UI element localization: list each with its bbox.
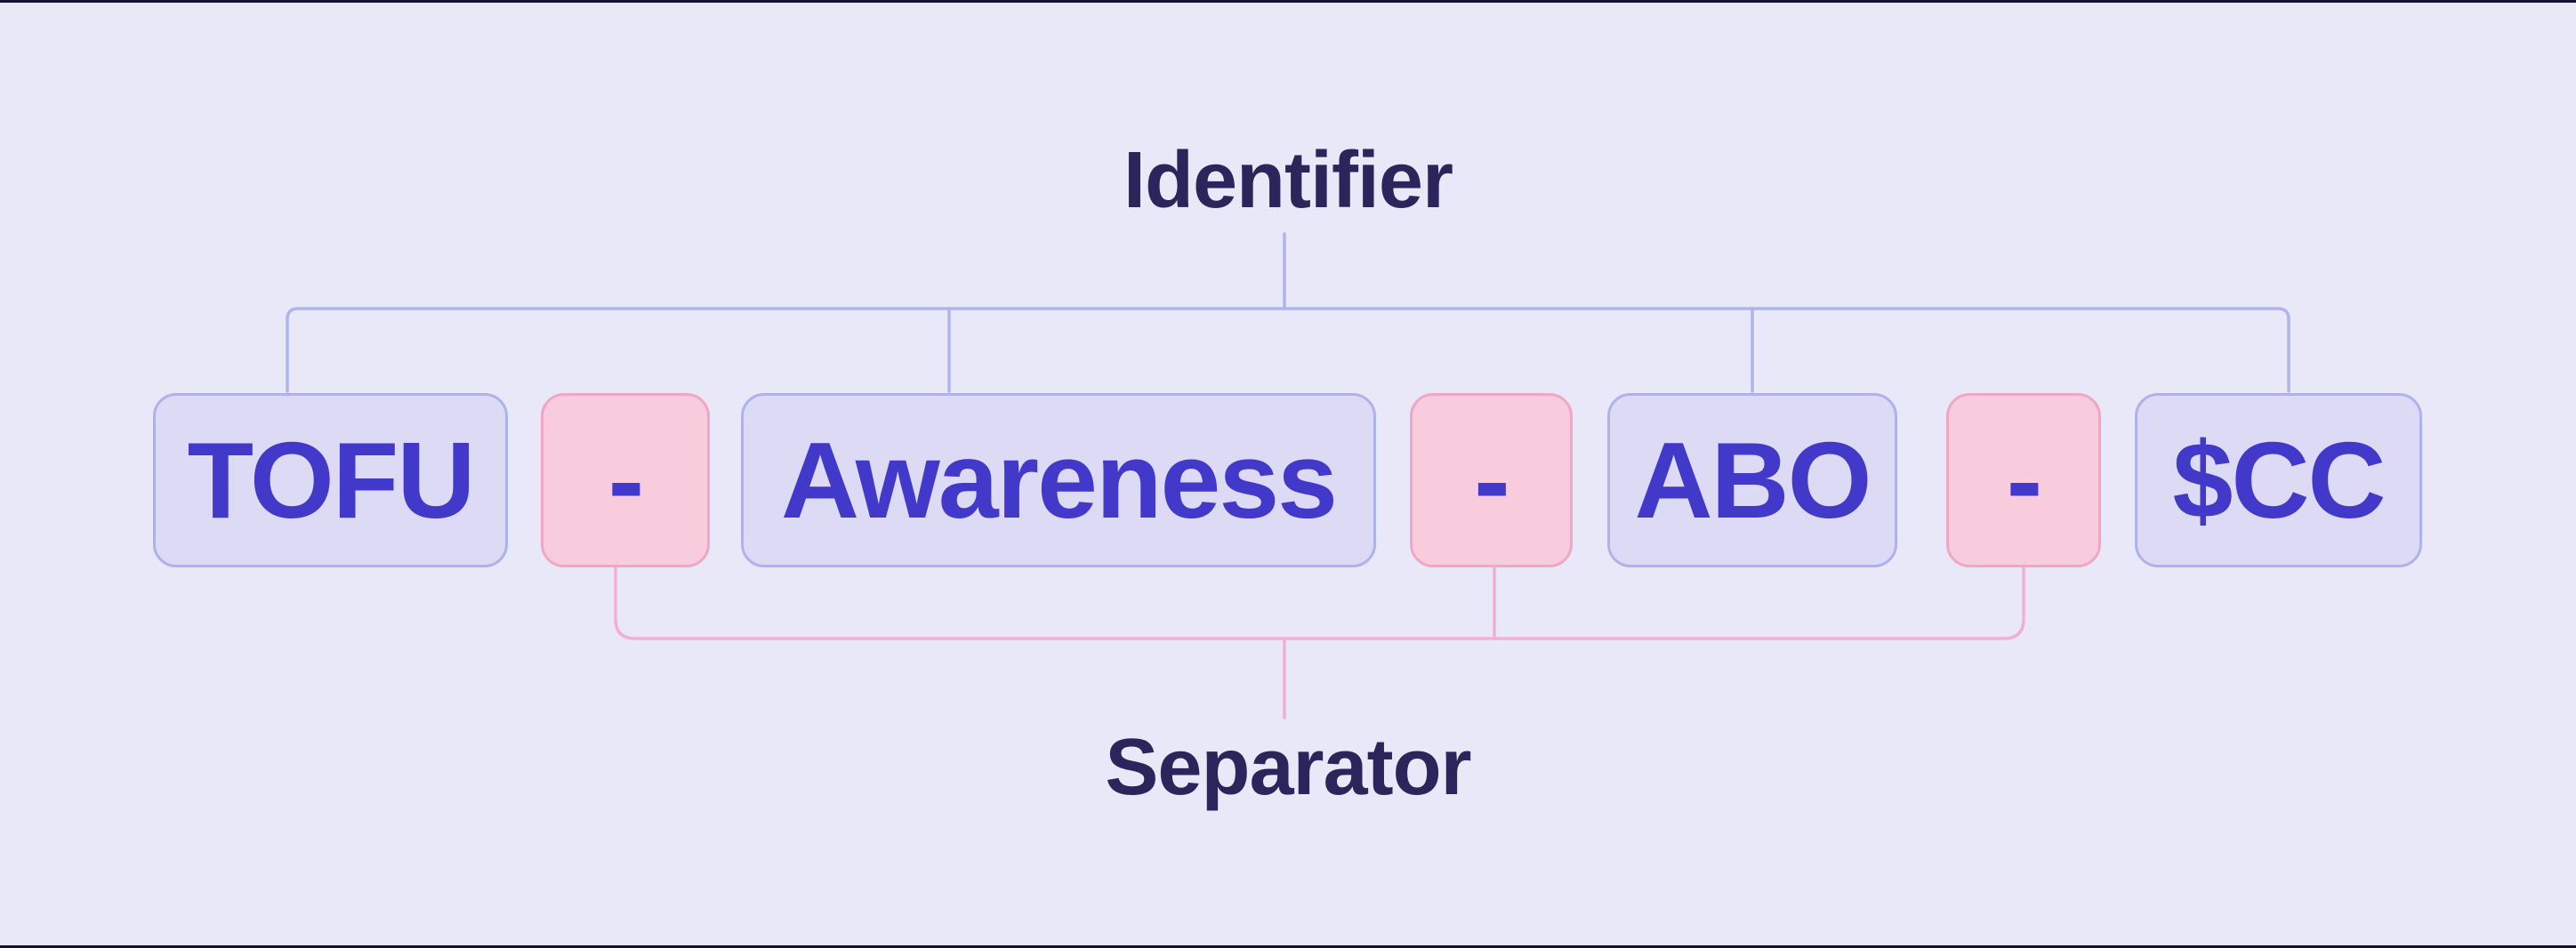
- token-box-abo: ABO: [1607, 393, 1897, 567]
- token-box-separator-3: -: [1946, 393, 2101, 567]
- token-text-separator-1: -: [608, 420, 645, 541]
- token-box-tofu: TOFU: [153, 393, 508, 567]
- token-text-awareness: Awareness: [780, 420, 1338, 541]
- separator-label: Separator: [0, 719, 2576, 816]
- token-box-awareness: Awareness: [741, 393, 1376, 567]
- top-edge-strip: [0, 0, 2576, 3]
- identifier-label: Identifier: [0, 132, 2576, 229]
- separator-label-text: Separator: [1105, 722, 1471, 812]
- token-text-separator-2: -: [1474, 420, 1510, 541]
- token-text-abo: ABO: [1634, 420, 1872, 541]
- token-text-tofu: TOFU: [187, 420, 476, 541]
- token-box-cc: $CC: [2135, 393, 2422, 567]
- token-box-separator-1: -: [541, 393, 710, 567]
- token-text-separator-3: -: [2006, 420, 2043, 541]
- separator-bracket: [614, 566, 2025, 719]
- identifier-bracket: [286, 232, 2290, 393]
- token-box-separator-2: -: [1410, 393, 1573, 567]
- token-text-cc: $CC: [2172, 420, 2386, 541]
- identifier-label-text: Identifier: [1123, 135, 1453, 225]
- bottom-edge-strip: [0, 945, 2576, 948]
